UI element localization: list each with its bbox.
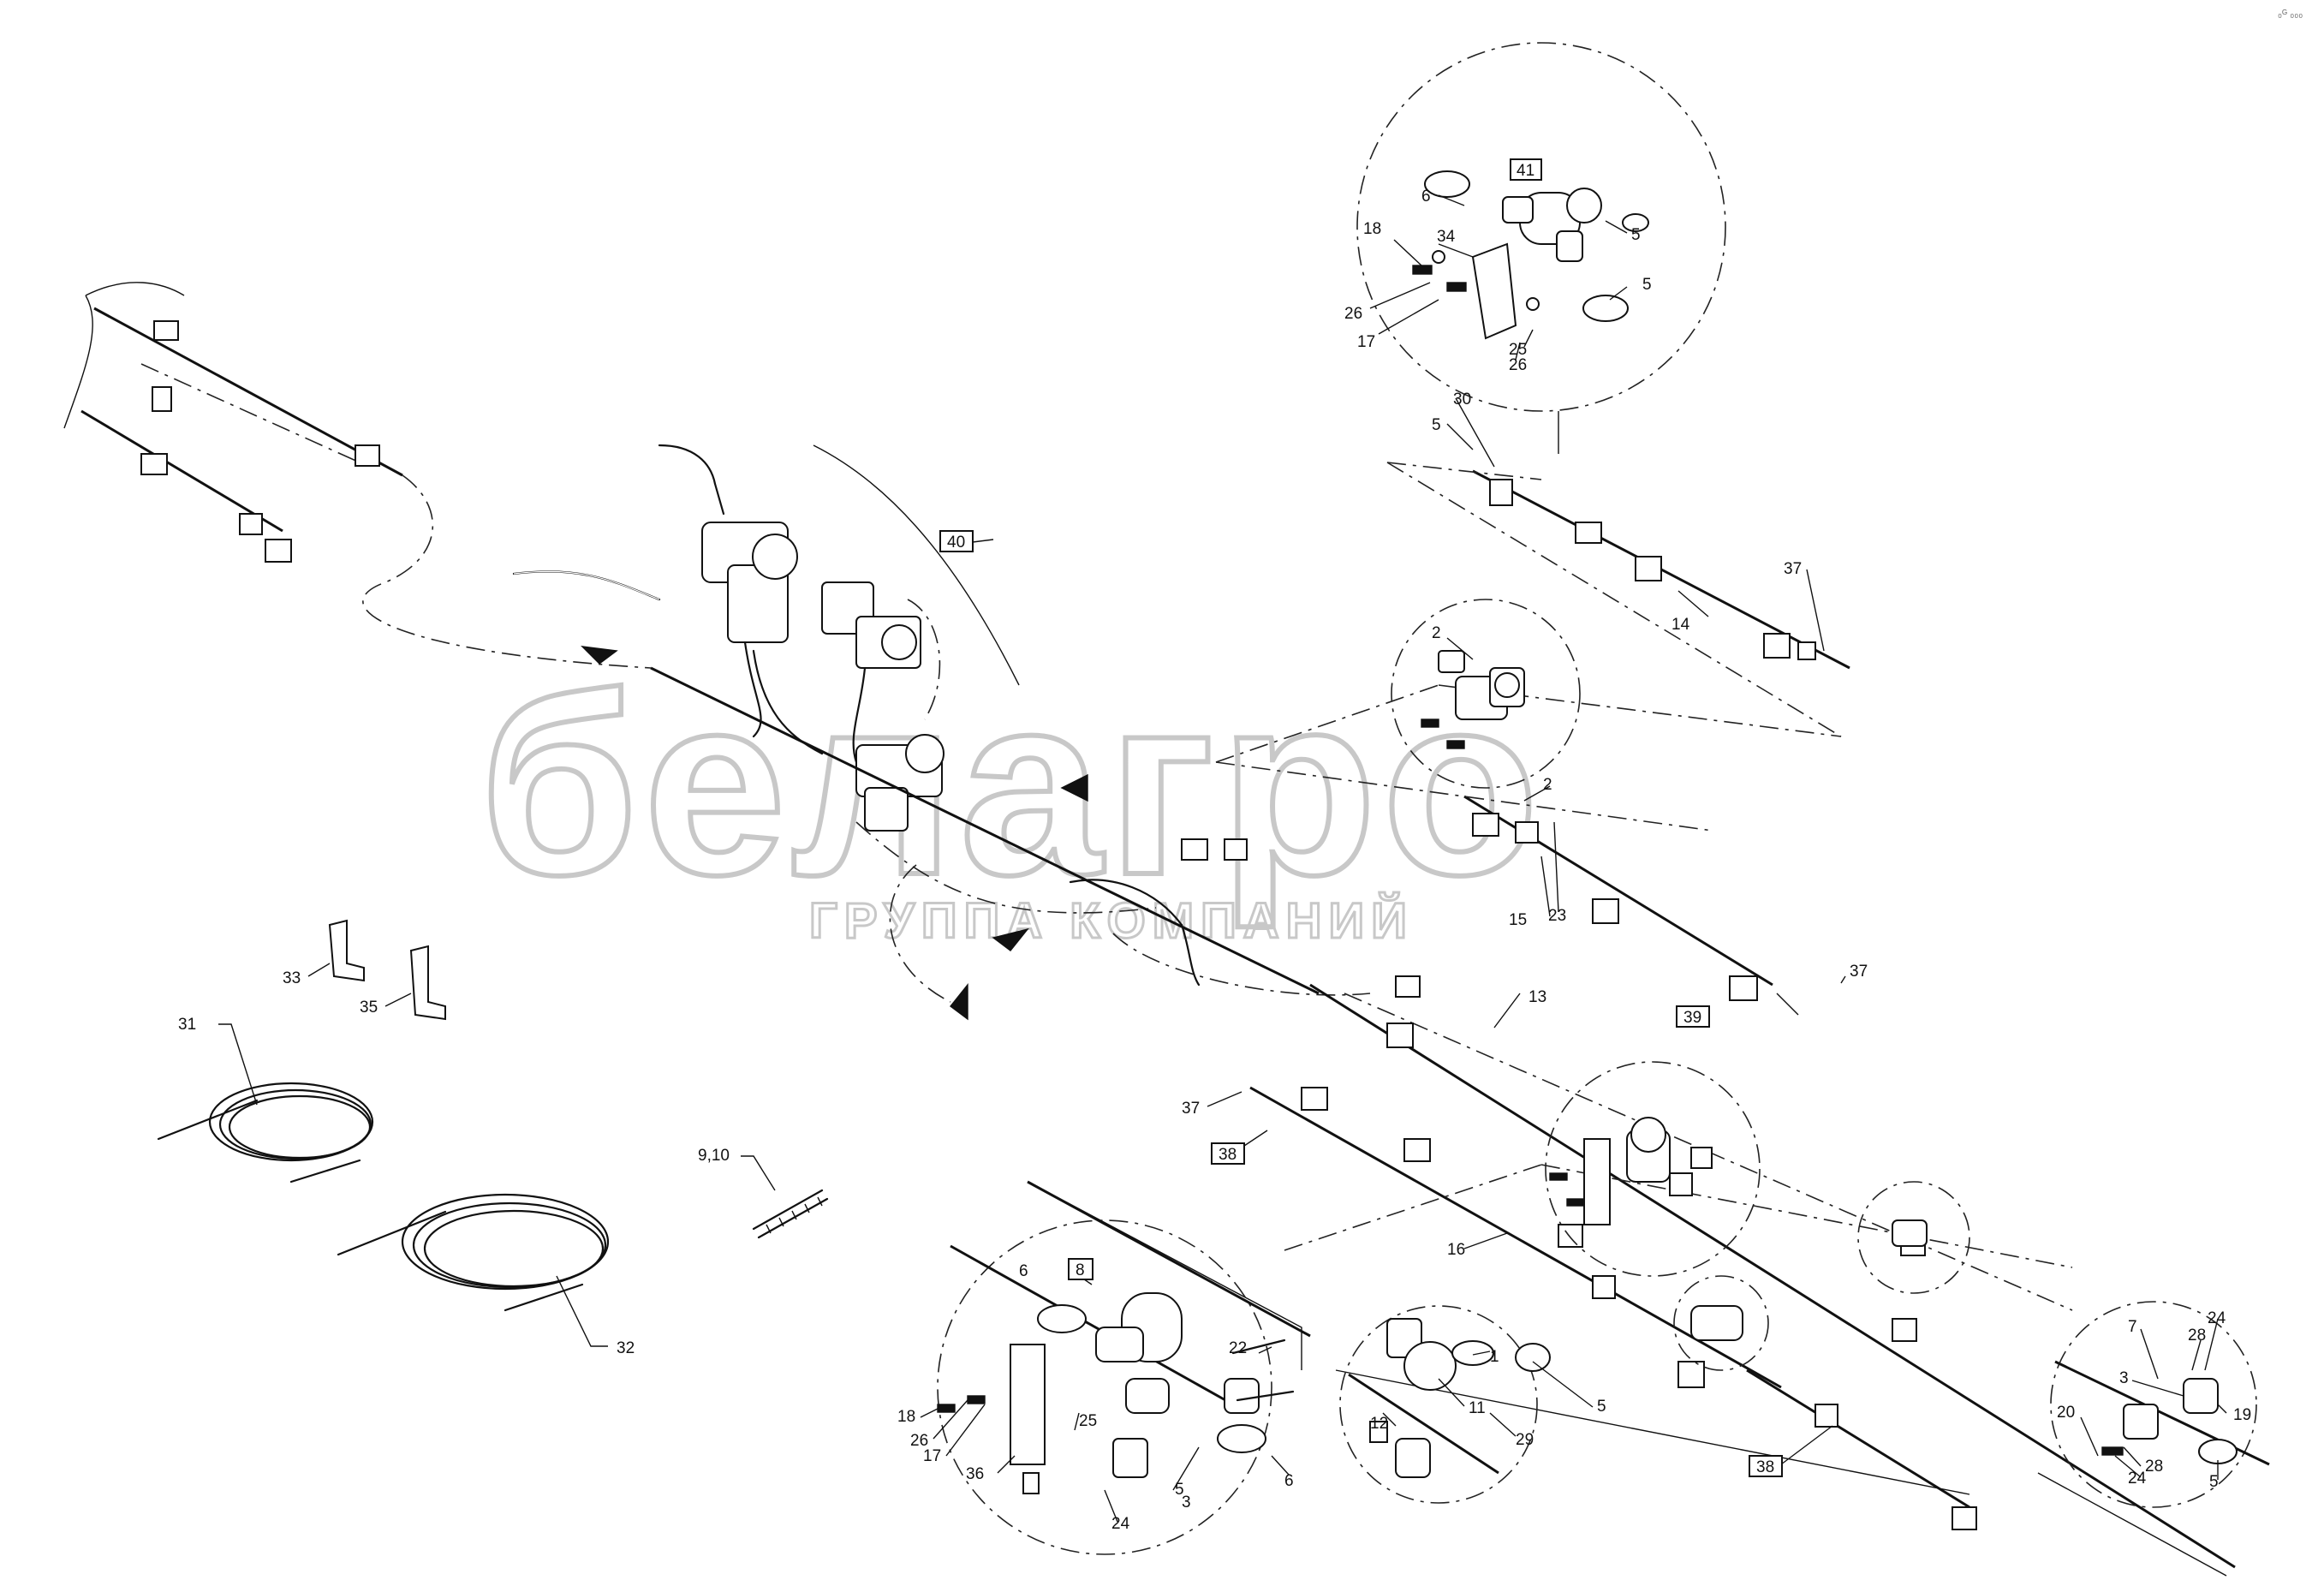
callout-19: 19 <box>2233 1406 2251 1424</box>
callout-9-10: 9,10 <box>698 1147 730 1165</box>
callout-15: 15 <box>1509 911 1527 929</box>
callout-5: 5 <box>1175 1481 1184 1499</box>
callout-32: 32 <box>617 1339 635 1357</box>
bracket-33 <box>328 919 365 982</box>
callout-3: 3 <box>2119 1369 2129 1387</box>
detail-circle-mid-right <box>1545 1061 1761 1277</box>
detail-circle-bottom-center <box>1339 1305 1551 1504</box>
callout-37: 37 <box>1182 1100 1200 1118</box>
callout-31: 31 <box>178 1016 196 1034</box>
callout-5: 5 <box>1432 416 1441 434</box>
callout-26: 26 <box>1509 356 1527 374</box>
callout-18: 18 <box>897 1408 915 1426</box>
callout-2: 2 <box>1432 624 1441 642</box>
detail-circle-small-right <box>1857 1181 1970 1294</box>
callout-37: 37 <box>1850 963 1868 981</box>
callout-20: 20 <box>2057 1404 2075 1422</box>
detail-circle-bottom-left <box>937 1180 1311 1555</box>
hose-coil-32 <box>337 1193 610 1312</box>
callout-14: 14 <box>1671 616 1690 634</box>
svg-text:39: 39 <box>1683 1009 1701 1027</box>
detail-circle-middle <box>1391 599 1581 789</box>
watermark-name: белагро <box>480 641 1544 930</box>
callout-22: 22 <box>1229 1339 1247 1357</box>
callout-11: 11 <box>1469 1399 1486 1417</box>
watermark-subtitle: ГРУППА КОМПАНИЙ <box>809 893 1414 949</box>
callout-29: 29 <box>1516 1431 1534 1449</box>
callout-5: 5 <box>1631 226 1641 244</box>
callout-39: 39 <box>1676 1005 1710 1028</box>
bracket-35 <box>409 945 446 1021</box>
callout-5: 5 <box>2209 1473 2219 1491</box>
callout-28: 28 <box>2145 1458 2163 1476</box>
callout-34: 34 <box>1437 228 1456 246</box>
callout-6: 6 <box>1019 1262 1028 1280</box>
callout-12: 12 <box>1370 1415 1388 1433</box>
svg-text:41: 41 <box>1517 162 1534 180</box>
svg-text:40: 40 <box>947 534 965 552</box>
callout-23: 23 <box>1548 907 1566 925</box>
callout-18: 18 <box>1363 220 1381 238</box>
callout-13: 13 <box>1528 988 1546 1006</box>
callout-33: 33 <box>283 969 301 987</box>
callout-6: 6 <box>1421 188 1431 206</box>
svg-text:38: 38 <box>1756 1458 1774 1476</box>
callout-5: 5 <box>1597 1398 1606 1416</box>
callout-30: 30 <box>1453 391 1471 408</box>
callout-17: 17 <box>923 1447 941 1465</box>
callout-16: 16 <box>1447 1241 1465 1259</box>
detail-circle-top <box>1356 42 1726 454</box>
detail-circle-right <box>2050 1301 2270 1508</box>
callout-24: 24 <box>1111 1515 1130 1533</box>
callout-25: 25 <box>1079 1412 1097 1430</box>
callout-38: 38 <box>1749 1455 1783 1477</box>
corner-mark: ₀ᴳ ₀₀₀ <box>2278 8 2303 20</box>
callout-leaders <box>218 194 2227 1523</box>
spiral-wrap-9-10 <box>752 1189 829 1239</box>
callout-24: 24 <box>2208 1309 2226 1327</box>
callout-25: 25 <box>1509 341 1527 359</box>
callout-26: 26 <box>1344 305 1362 323</box>
nozzle-clamp <box>140 320 380 563</box>
hose-coil-31 <box>157 1082 374 1184</box>
callout-6: 6 <box>1284 1472 1294 1490</box>
left-boom-section <box>63 282 652 669</box>
svg-text:8: 8 <box>1076 1261 1085 1279</box>
callout-41: 41 <box>1510 158 1542 181</box>
callout-3: 3 <box>1182 1494 1191 1511</box>
callout-26: 26 <box>910 1432 928 1450</box>
detail-circle-coupling <box>1673 1275 1769 1371</box>
callout-36: 36 <box>966 1465 984 1483</box>
svg-text:38: 38 <box>1219 1146 1236 1164</box>
central-valve-assembly <box>512 444 1371 1021</box>
callout-2: 2 <box>1543 776 1552 794</box>
callout-1: 1 <box>1490 1348 1499 1366</box>
callout-37: 37 <box>1784 560 1802 578</box>
callout-28: 28 <box>2188 1327 2206 1345</box>
nozzle-clamps <box>1181 479 1977 1530</box>
callout-7: 7 <box>2128 1318 2137 1336</box>
watermark: белагро ГРУППА КОМПАНИЙ <box>477 638 1544 951</box>
callout-40: 40 <box>939 530 974 552</box>
callout-5: 5 <box>1642 276 1652 294</box>
callout-35: 35 <box>360 999 378 1017</box>
callout-17: 17 <box>1357 333 1375 351</box>
callout-24: 24 <box>2128 1470 2147 1488</box>
callout-8: 8 <box>1068 1258 1093 1280</box>
callout-labels: 41 6 5 18 34 5 26 25 17 26 30 5 37 14 40… <box>178 158 2251 1533</box>
callout-38: 38 <box>1211 1142 1245 1165</box>
